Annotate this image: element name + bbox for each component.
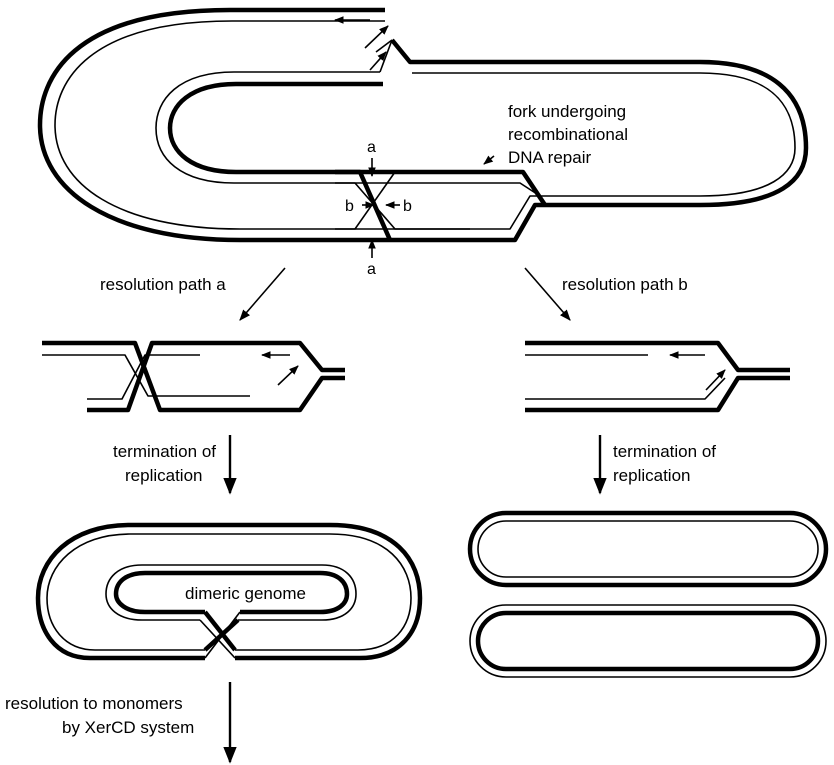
label-term-b-1: termination of <box>613 442 716 461</box>
crossover-strand-3 <box>335 169 393 241</box>
label-resolve-2: by XerCD system <box>62 718 194 737</box>
fork-label-line1: fork undergoing <box>508 102 626 121</box>
arrow-path-b <box>524 267 571 321</box>
dimeric-genome-diagram: dimeric genome <box>35 522 423 661</box>
monomer-circles <box>467 510 829 678</box>
label-path-a: resolution path a <box>100 275 226 294</box>
arrow-fork-label <box>483 155 495 165</box>
top-fork-diagram: a a b b fork undergoing recombinational … <box>37 7 809 278</box>
label-term-a-2: replication <box>125 466 203 485</box>
outer-thick-strand <box>37 7 809 243</box>
label-b-right: b <box>403 198 412 215</box>
monomer-1-outer <box>467 510 829 588</box>
arrow-path-a <box>239 267 286 321</box>
arrow-diag-fork <box>364 25 389 49</box>
inner-thin-strand <box>155 71 541 197</box>
monomer-2-inner <box>475 610 821 672</box>
outer-thin-strand <box>54 20 796 230</box>
fork-arm-upper <box>375 39 393 53</box>
path-b-intermediate <box>525 340 790 413</box>
label-resolve-1: resolution to monomers <box>5 694 183 713</box>
label-b-left: b <box>345 198 354 215</box>
fork-label-line2: recombinational <box>508 125 628 144</box>
label-path-b: resolution path b <box>562 275 688 294</box>
label-a-top: a <box>367 139 376 156</box>
arrow-a-diag <box>277 365 299 386</box>
label-term-b-2: replication <box>613 466 691 485</box>
path-a-intermediate <box>42 340 345 413</box>
label-term-a-1: termination of <box>113 442 216 461</box>
monomer-2-outer <box>469 604 827 678</box>
monomer-1-inner <box>477 520 819 578</box>
label-a-bottom: a <box>367 261 376 278</box>
label-dimeric: dimeric genome <box>185 584 306 603</box>
arrow-diag-fork-2 <box>369 51 387 71</box>
arrow-b-diag <box>705 369 726 391</box>
inner-thick-strand <box>167 81 547 207</box>
fork-label-line3: DNA repair <box>508 148 591 167</box>
